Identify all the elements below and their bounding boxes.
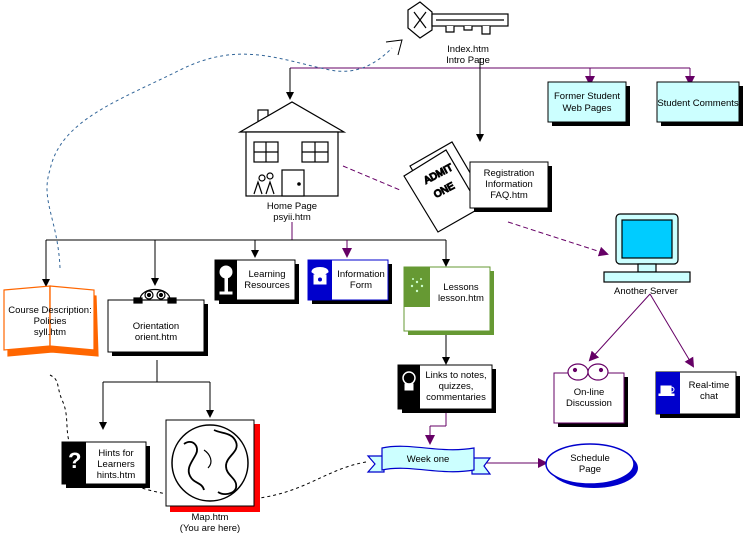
discussion-node[interactable]: On-line Discussion	[553, 363, 628, 427]
chat-label-1: Real-time	[689, 380, 730, 391]
schedule-label-1: Schedule	[570, 453, 610, 464]
another-server-node[interactable]: Another Server	[603, 213, 691, 297]
discussion-label-1: On-line	[574, 387, 605, 398]
home-node[interactable]: Home Page psyii.htm	[237, 101, 347, 223]
student-comments-node[interactable]: Student Comments	[656, 81, 743, 126]
former-student-label-2: Web Pages	[563, 103, 612, 114]
hints-node[interactable]: ? Hints for Learners hints.htm	[61, 441, 150, 488]
question-mark-icon: ?	[68, 448, 81, 473]
hints-label-2: Learners	[97, 459, 135, 470]
index-label-1: Index.htm	[447, 44, 489, 55]
lessons-label-1: Lessons	[443, 282, 479, 293]
ribbon-banner-icon	[366, 445, 492, 475]
former-student-label-1: Former Student	[554, 91, 620, 102]
learning-label-2: Resources	[244, 280, 290, 291]
map-label-2: (You are here)	[180, 523, 240, 534]
another-server-label: Another Server	[614, 286, 678, 297]
registration-label-2: Information	[485, 179, 533, 190]
learning-label-1: Learning	[249, 269, 286, 280]
lessons-label-2: lesson.htm	[438, 293, 484, 304]
registration-label-1: Registration	[484, 168, 535, 179]
home-label-1: Home Page	[267, 201, 317, 212]
key-icon	[407, 1, 509, 39]
course-node[interactable]: Course Description: Policies syll.htm	[3, 285, 99, 357]
former-student-node[interactable]: Former Student Web Pages	[547, 81, 630, 126]
links-label-1: Links to notes,	[425, 370, 486, 381]
course-label-1: Course Description:	[8, 305, 91, 316]
week-one-label: Week one	[407, 454, 450, 465]
discussion-label-2: Discussion	[566, 398, 612, 409]
schedule-label-2: Page	[579, 464, 601, 475]
hints-label-3: hints.htm	[97, 470, 136, 481]
links-node[interactable]: Links to notes, quizzes, commentaries	[397, 364, 496, 413]
computer-icon	[603, 213, 691, 283]
links-label-2: quizzes,	[439, 381, 474, 392]
globe-icon	[171, 424, 249, 502]
chat-label-2: chat	[700, 391, 718, 402]
tree-icon	[219, 265, 233, 295]
home-label-2: psyii.htm	[273, 212, 311, 223]
people-talking-icon	[567, 363, 609, 381]
admit-one-ticket-icon: ADMIT ONE	[403, 141, 487, 233]
info-form-label-1: Information	[337, 269, 385, 280]
orientation-node[interactable]: Orientation orient.htm	[107, 288, 208, 357]
info-form-node[interactable]: Information Form	[307, 259, 392, 304]
peeking-face-icon	[133, 288, 177, 304]
course-label-3: syll.htm	[34, 327, 66, 338]
sparkle-icon	[410, 278, 424, 293]
map-node[interactable]: Map.htm (You are here)	[165, 419, 260, 534]
index-node[interactable]: Index.htm Intro Page	[407, 1, 509, 66]
open-book-icon	[3, 285, 99, 357]
chat-node[interactable]: Real-time chat	[655, 371, 740, 418]
student-comments-label: Student Comments	[657, 98, 739, 109]
house-icon	[237, 101, 347, 197]
orientation-label-2: orient.htm	[135, 332, 177, 343]
info-form-label-2: Form	[350, 280, 372, 291]
learning-node[interactable]: Learning Resources	[214, 259, 299, 304]
hints-label-1: Hints for	[98, 448, 133, 459]
lightbulb-icon	[402, 371, 416, 391]
orientation-label-1: Orientation	[133, 321, 179, 332]
map-label-1: Map.htm	[192, 512, 229, 523]
links-label-3: commentaries	[426, 392, 486, 403]
week-one-node[interactable]: Week one	[366, 445, 492, 475]
lessons-node[interactable]: Lessons lesson.htm	[403, 266, 494, 335]
telephone-icon	[311, 267, 329, 285]
index-label-2: Intro Page	[446, 55, 490, 66]
course-label-2: Policies	[34, 316, 67, 327]
schedule-node[interactable]: Schedule Page	[545, 443, 638, 488]
coffee-cup-icon	[658, 385, 675, 396]
registration-label-3: FAQ.htm	[490, 190, 528, 201]
registration-node[interactable]: ADMIT ONE Registration Information FAQ.h…	[403, 141, 552, 233]
